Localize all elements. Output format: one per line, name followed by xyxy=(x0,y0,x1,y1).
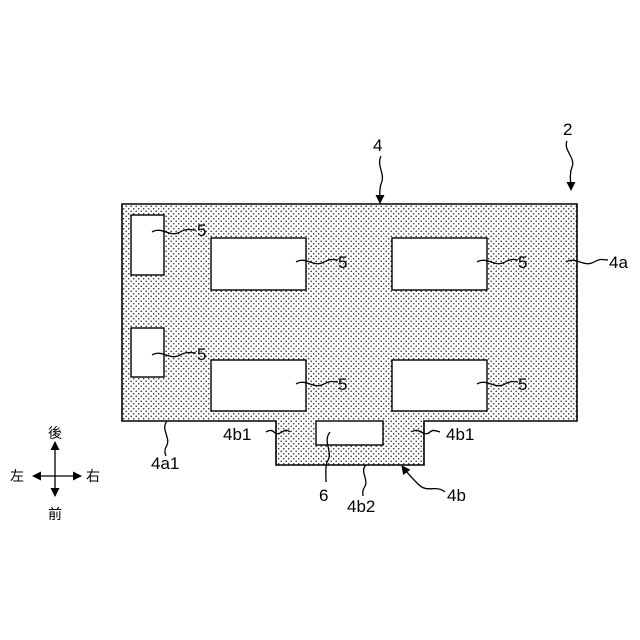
opening-bottom-left xyxy=(131,328,164,377)
opening-top-middle xyxy=(211,238,306,290)
direction-right: 右 xyxy=(86,468,100,484)
label-protrusion-side-left: 4b1 xyxy=(223,425,251,444)
label-opening-tl: 5 xyxy=(197,221,206,240)
recess xyxy=(316,421,383,445)
label-main-part: 4a xyxy=(609,253,628,272)
label-protrusion-edge: 4b2 xyxy=(347,497,375,516)
opening-bottom-middle xyxy=(211,360,306,411)
leader-protrusion-edge xyxy=(363,465,366,496)
label-opening-bl: 5 xyxy=(197,345,206,364)
leader-board xyxy=(380,156,383,203)
leader-protrusion xyxy=(402,466,445,492)
leader-main-edge xyxy=(165,421,168,456)
label-opening-tr: 5 xyxy=(518,253,527,272)
opening-bottom-right xyxy=(392,360,487,411)
label-recess: 6 xyxy=(319,486,328,505)
label-protrusion: 4b xyxy=(447,486,466,505)
label-protrusion-side-right: 4b1 xyxy=(446,425,474,444)
label-board: 4 xyxy=(373,136,382,155)
leader-device xyxy=(566,141,573,190)
direction-back: 後 xyxy=(48,425,62,441)
direction-indicator: 後 前 左 右 xyxy=(10,425,100,522)
opening-top-left xyxy=(131,215,164,275)
label-device: 2 xyxy=(563,120,572,139)
direction-front: 前 xyxy=(48,506,62,522)
label-main-edge: 4a1 xyxy=(151,454,179,473)
label-opening-tm: 5 xyxy=(338,253,347,272)
direction-left: 左 xyxy=(10,468,24,484)
label-opening-br: 5 xyxy=(518,375,527,394)
label-opening-bm: 5 xyxy=(338,375,347,394)
opening-top-right xyxy=(392,238,487,290)
